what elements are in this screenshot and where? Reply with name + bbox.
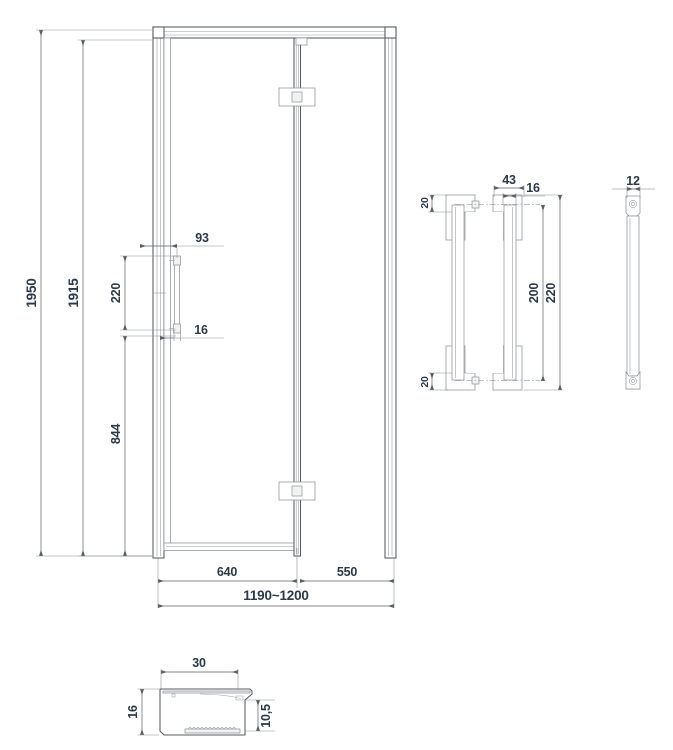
handle-side-top-boss (625, 195, 641, 217)
dim-label-220-handle: 220 (109, 283, 123, 304)
handle-top-fixing (455, 200, 540, 209)
dim-label-16-profile: 16 (126, 705, 140, 719)
dim-handle-top-offset: 20 (419, 194, 452, 213)
handle-side-bottom-boss (625, 370, 641, 390)
dim-label-30: 30 (192, 656, 206, 670)
dim-profile-inner-height: 10,5 (245, 699, 275, 732)
profile-serrated-strip (184, 728, 241, 734)
dim-handle-to-floor: 844 (109, 335, 176, 557)
handle-left-post (451, 204, 465, 381)
dim-label-10-5: 10,5 (259, 704, 273, 728)
top-rail (152, 26, 397, 39)
door-bottom-rail (163, 542, 300, 551)
view-profile-section: 30 16 10,5 (126, 656, 275, 736)
dim-handle-thickness: 12 (612, 174, 655, 198)
handle-bottom-fixing (455, 376, 540, 385)
profile-hook-curve (199, 693, 242, 700)
center-hinge-post (293, 37, 302, 557)
right-wall-profile (384, 26, 397, 559)
dim-handle-width: 16 (159, 323, 224, 341)
dim-label-16-handle: 16 (526, 181, 540, 195)
handle-right-post (503, 204, 517, 381)
dim-label-844: 844 (109, 424, 123, 445)
profile-inner-cavity (165, 694, 243, 730)
door-handle-elevation (169, 255, 181, 334)
dim-label-640: 640 (217, 565, 238, 579)
door-leaf-left-stile (163, 37, 171, 551)
dim-overall-height: 1950 (24, 29, 152, 557)
dim-label-1915: 1915 (66, 278, 81, 308)
view-handle-front: 20 20 43 16 (419, 173, 563, 391)
dim-overall-width: 1190~1200 (157, 588, 394, 609)
left-wall-profile (152, 26, 165, 559)
corner-block-top-right (384, 26, 397, 39)
dim-profile-height: 16 (126, 688, 159, 736)
profile-serration-teeth (187, 726, 237, 730)
dim-handle-base-width: 43 (493, 173, 525, 197)
dim-label-43: 43 (502, 173, 516, 187)
dim-handle-inner-centers: 200 (527, 204, 546, 381)
dim-handle-post-width: 16 (502, 181, 545, 205)
hinge-lower (278, 481, 316, 501)
corner-block-top-left (152, 26, 165, 39)
dim-panel-width: 550 (299, 558, 395, 608)
dim-label-550: 550 (337, 565, 358, 579)
dim-handle-bottom-offset: 20 (419, 372, 452, 391)
dim-label-16-elevation: 16 (194, 323, 208, 337)
dim-label-12: 12 (626, 174, 640, 188)
dim-label-220-handle-detail: 220 (544, 283, 558, 304)
dim-label-20-top: 20 (419, 197, 431, 209)
handle-side-body (626, 215, 640, 377)
dim-label-93: 93 (195, 231, 209, 245)
dim-label-1190-1200: 1190~1200 (243, 588, 308, 603)
handle-glass-gap (466, 212, 503, 373)
dim-label-1950: 1950 (24, 278, 39, 307)
dim-label-200: 200 (527, 283, 541, 304)
hinge-post-top-cap (295, 37, 308, 46)
dim-handle-offset: 93 (139, 231, 224, 258)
hinge-upper (278, 87, 316, 107)
view-front-elevation: 1950 1915 220 844 (24, 26, 397, 609)
view-handle-side: 12 (612, 174, 655, 390)
glass-door-panel (160, 32, 390, 554)
profile-top-lip (162, 690, 251, 694)
dim-door-width: 640 (157, 548, 298, 608)
profile-hook-end (235, 695, 244, 701)
dim-label-20-bottom: 20 (419, 376, 431, 388)
dim-handle-length: 220 (109, 255, 176, 331)
profile-barb-left (171, 693, 176, 698)
dim-handle-outer-centers: 220 (524, 194, 563, 391)
dim-profile-width: 30 (160, 656, 239, 690)
